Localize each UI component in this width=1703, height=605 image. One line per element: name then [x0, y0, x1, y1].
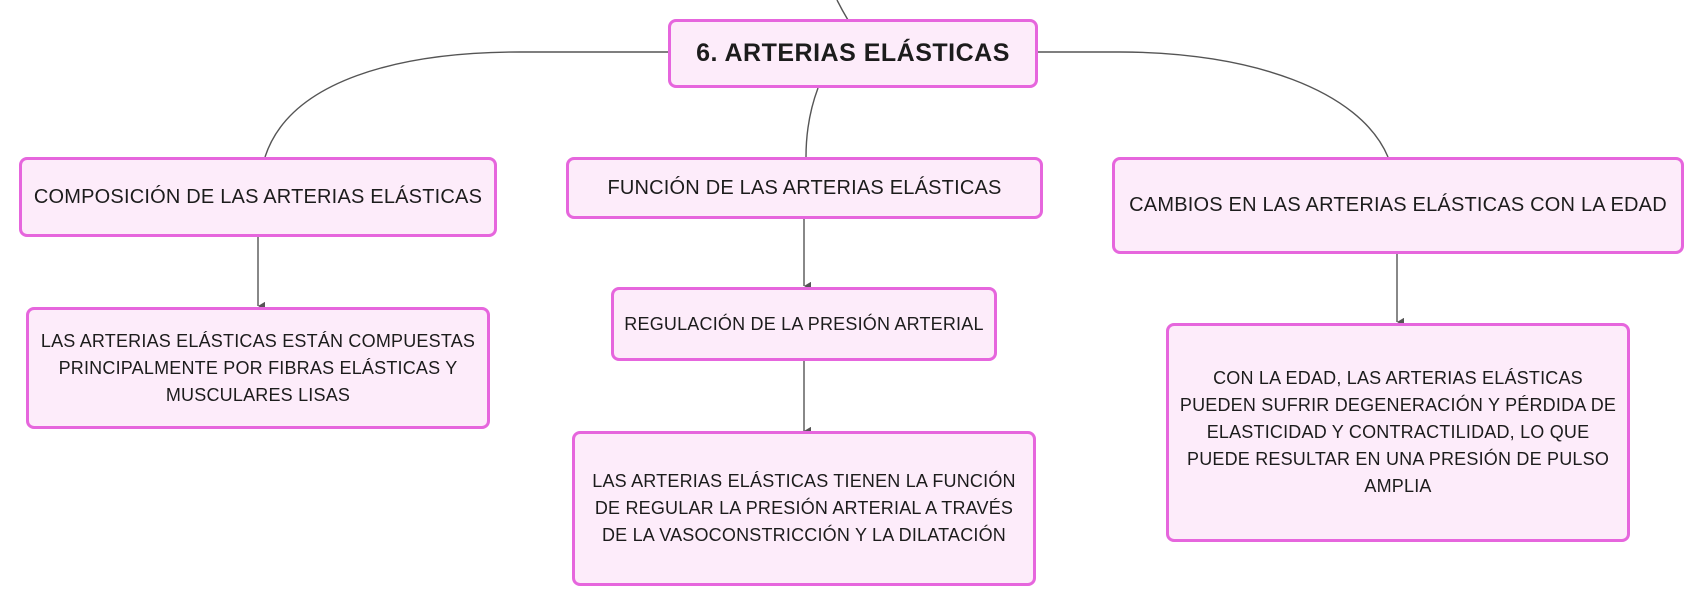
root-node[interactable]: 6. ARTERIAS ELÁSTICAS [668, 19, 1038, 88]
aging-detail-node[interactable]: CON LA EDAD, LAS ARTERIAS ELÁSTICAS PUED… [1166, 323, 1630, 542]
regulation-node-label: REGULACIÓN DE LA PRESIÓN ARTERIAL [624, 313, 984, 334]
connector-parent-to-root [836, 0, 849, 21]
aging-detail-text: CON LA EDAD, LAS ARTERIAS ELÁSTICAS PUED… [1179, 368, 1617, 496]
function-detail-text: LAS ARTERIAS ELÁSTICAS TIENEN LA FUNCIÓN… [592, 471, 1016, 545]
composition-node[interactable]: COMPOSICIÓN DE LAS ARTERIAS ELÁSTICAS [19, 157, 497, 237]
regulation-node[interactable]: REGULACIÓN DE LA PRESIÓN ARTERIAL [611, 287, 997, 361]
composition-node-label: COMPOSICIÓN DE LAS ARTERIAS ELÁSTICAS [33, 185, 483, 208]
aging-node-label: CAMBIOS EN LAS ARTERIAS ELÁSTICAS CON LA… [1129, 194, 1667, 216]
function-node-label: FUNCIÓN DE LAS ARTERIAS ELÁSTICAS [607, 176, 1002, 199]
connector-root-to-composition [264, 51, 668, 158]
composition-detail-node[interactable]: LAS ARTERIAS ELÁSTICAS ESTÁN COMPUESTAS … [26, 307, 490, 429]
composition-detail-text: LAS ARTERIAS ELÁSTICAS ESTÁN COMPUESTAS … [40, 330, 476, 405]
root-node-label: 6. ARTERIAS ELÁSTICAS [696, 39, 1010, 67]
aging-node[interactable]: CAMBIOS EN LAS ARTERIAS ELÁSTICAS CON LA… [1112, 157, 1684, 254]
connector-root-to-aging [1038, 51, 1389, 158]
function-node[interactable]: FUNCIÓN DE LAS ARTERIAS ELÁSTICAS [566, 157, 1043, 219]
function-detail-node[interactable]: LAS ARTERIAS ELÁSTICAS TIENEN LA FUNCIÓN… [572, 431, 1036, 586]
connector-root-to-function [805, 87, 819, 158]
